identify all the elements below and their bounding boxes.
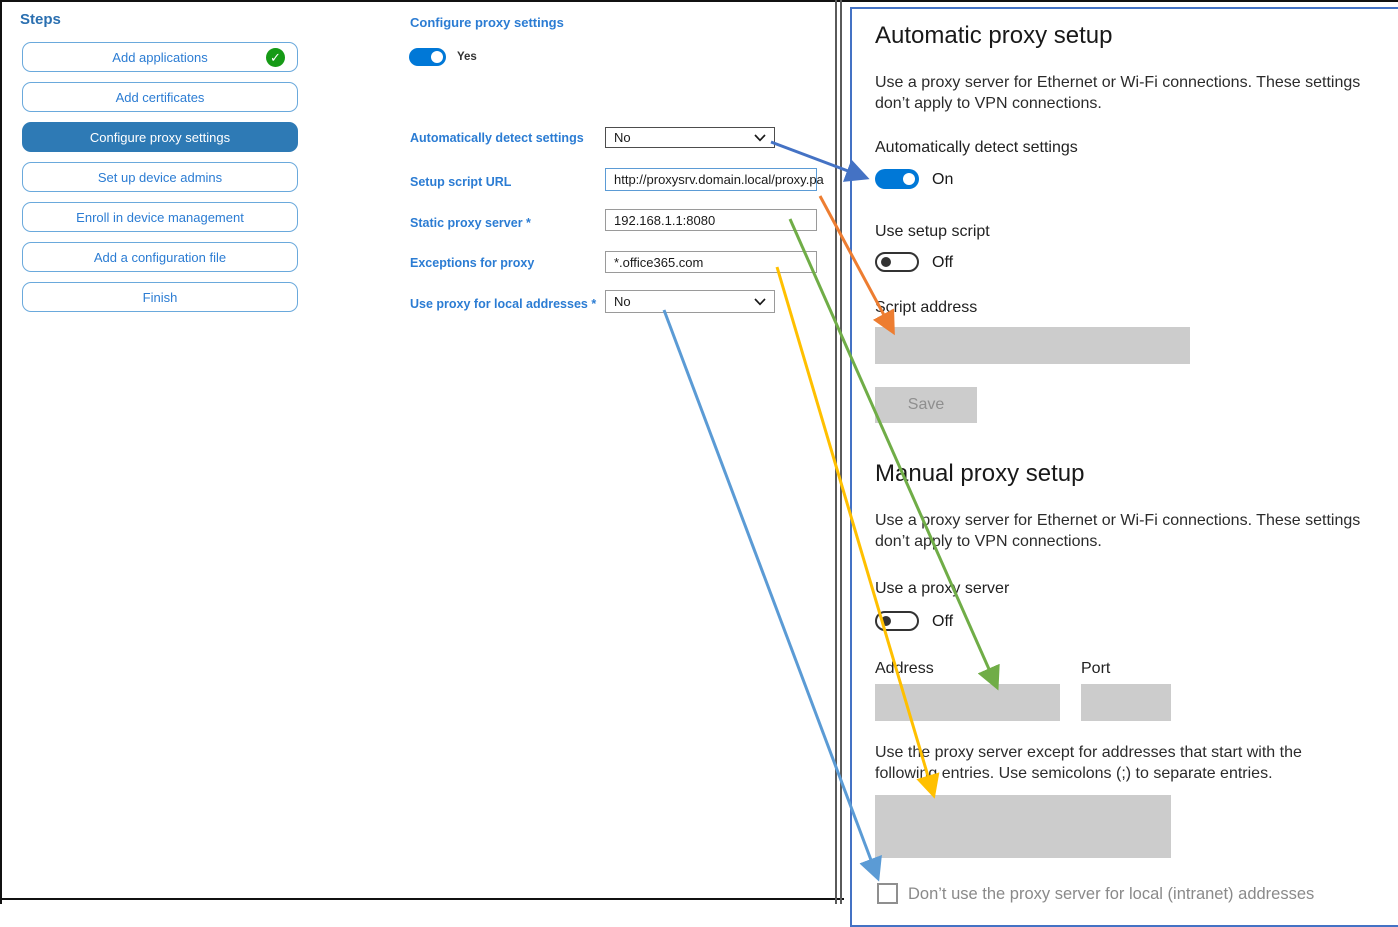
automatic-proxy-description: Use a proxy server for Ethernet or Wi-Fi… <box>875 74 1361 113</box>
step-add-applications[interactable]: Add applications ✓ <box>22 42 298 72</box>
field-label-setup-script-url: Setup script URL <box>410 175 512 189</box>
automatic-proxy-setup-heading: Automatic proxy setup <box>875 22 1113 49</box>
configure-proxy-toggle[interactable] <box>409 48 446 66</box>
local-addresses-checkbox[interactable] <box>877 883 898 904</box>
step-set-up-device-admins[interactable]: Set up device admins <box>22 162 298 192</box>
port-input[interactable] <box>1081 684 1171 721</box>
steps-panel-title: Steps <box>20 11 61 28</box>
step-label: Add applications <box>112 49 208 65</box>
panel-divider-line <box>840 0 842 904</box>
input-value: http://proxysrv.domain.local/proxy.pa <box>614 172 824 187</box>
step-label: Finish <box>142 289 178 305</box>
dropdown-value: No <box>614 294 631 309</box>
address-label: Address <box>875 660 934 677</box>
manual-proxy-setup-heading: Manual proxy setup <box>875 460 1085 487</box>
use-setup-script-state: Off <box>932 254 954 271</box>
dropdown-value: No <box>614 130 631 145</box>
field-label-exceptions-for-proxy: Exceptions for proxy <box>410 256 535 270</box>
config-form-title: Configure proxy settings <box>410 15 564 30</box>
automatically-detect-settings-state: On <box>932 171 954 188</box>
chevron-down-icon <box>754 297 766 306</box>
input-value: 192.168.1.1:8080 <box>614 212 716 228</box>
use-setup-script-label: Use setup script <box>875 223 990 240</box>
use-setup-script-toggle[interactable] <box>875 252 919 272</box>
screenshot-border-top <box>0 0 1398 2</box>
field-label-use-proxy-local-addresses: Use proxy for local addresses * <box>410 297 597 311</box>
chevron-down-icon <box>754 133 766 142</box>
input-static-proxy-server[interactable]: 192.168.1.1:8080 <box>605 209 817 231</box>
input-exceptions-for-proxy[interactable]: *.office365.com <box>605 251 817 273</box>
use-a-proxy-server-label: Use a proxy server <box>875 580 1010 597</box>
local-addresses-checkbox-label: Don’t use the proxy server for local (in… <box>908 885 1315 903</box>
automatically-detect-settings-label: Automatically detect settings <box>875 139 1078 156</box>
step-add-certificates[interactable]: Add certificates <box>22 82 298 112</box>
step-configure-proxy-settings[interactable]: Configure proxy settings <box>22 122 298 152</box>
screenshot-border-left <box>0 0 2 904</box>
panel-divider-line <box>835 0 837 904</box>
proxy-exceptions-description: Use the proxy server except for addresse… <box>875 744 1302 783</box>
screenshot-border-bottom <box>0 898 844 900</box>
address-input[interactable] <box>875 684 1060 721</box>
step-label: Add certificates <box>115 89 205 105</box>
script-address-input[interactable] <box>875 327 1190 364</box>
automatically-detect-settings-toggle[interactable] <box>875 169 919 189</box>
field-label-automatically-detect-settings: Automatically detect settings <box>410 131 584 145</box>
save-button[interactable]: Save <box>875 387 977 423</box>
configure-proxy-toggle-state: Yes <box>457 51 477 63</box>
check-icon: ✓ <box>266 48 285 67</box>
step-finish[interactable]: Finish <box>22 282 298 312</box>
use-a-proxy-server-state: Off <box>932 613 954 630</box>
proxy-exceptions-textarea[interactable] <box>875 795 1171 858</box>
step-label: Configure proxy settings <box>89 129 231 145</box>
step-add-a-configuration-file[interactable]: Add a configuration file <box>22 242 298 272</box>
input-value: *.office365.com <box>614 254 704 270</box>
step-label: Set up device admins <box>97 169 223 185</box>
manual-proxy-description: Use a proxy server for Ethernet or Wi-Fi… <box>875 512 1361 551</box>
step-label: Enroll in device management <box>76 209 244 225</box>
input-setup-script-url[interactable]: http://proxysrv.domain.local/proxy.pa <box>605 168 824 191</box>
port-label: Port <box>1081 660 1111 677</box>
dropdown-use-proxy-local-addresses[interactable]: No <box>605 290 775 313</box>
step-label: Add a configuration file <box>93 249 227 265</box>
arrow-local-addresses <box>662 309 882 882</box>
use-a-proxy-server-toggle[interactable] <box>875 611 919 631</box>
script-address-label: Script address <box>875 299 978 316</box>
step-enroll-in-device-management[interactable]: Enroll in device management <box>22 202 298 232</box>
dropdown-automatically-detect-settings[interactable]: No <box>605 127 775 148</box>
field-label-static-proxy-server: Static proxy server * <box>410 216 531 230</box>
